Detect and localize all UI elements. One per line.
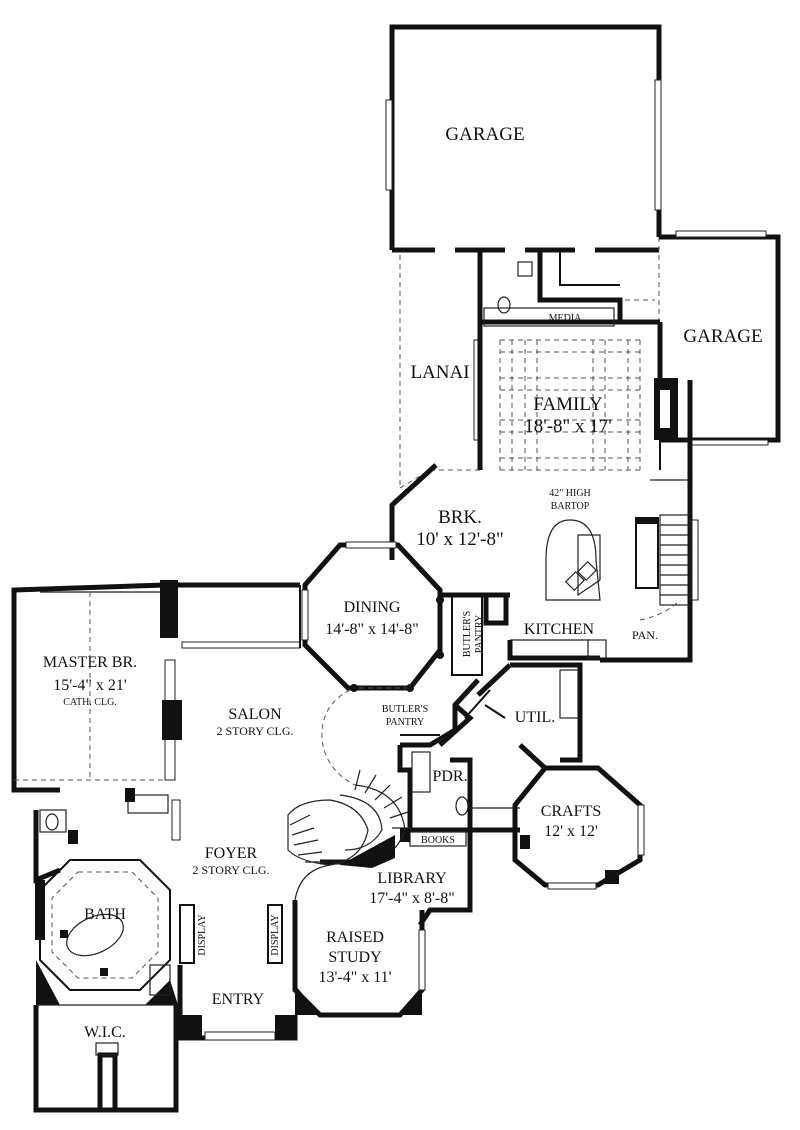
butlers-pantry-upper: [440, 592, 510, 676]
media-room: [483, 307, 615, 327]
raised-study-label-2: STUDY: [328, 949, 382, 966]
dining-room: [301, 541, 444, 692]
master-dim: 15'-4" x 21': [53, 677, 127, 694]
foyer-label: FOYER: [205, 845, 258, 862]
toilet-icon: [497, 296, 511, 314]
master-bedroom: [11, 580, 182, 793]
window: [637, 804, 645, 856]
crafts-label: CRAFTS: [541, 803, 601, 820]
wic-label: W.I.C.: [84, 1024, 126, 1041]
window: [418, 929, 426, 991]
books-label: BOOKS: [421, 835, 455, 846]
bartop-label-2: BARTOP: [551, 501, 590, 512]
raised-study-dim: 13'-4" x 11': [318, 969, 391, 986]
dining-label: DINING: [344, 599, 401, 616]
raised-study-label-1: RAISED: [326, 929, 384, 946]
raised-study: [292, 864, 426, 1018]
stair-outline: [321, 689, 356, 786]
toilet-icon: [45, 813, 59, 831]
family-label: FAMILY: [533, 394, 603, 415]
lanai-label: LANAI: [410, 362, 469, 383]
fireplace-icon: [162, 700, 182, 740]
bartop-label-1: 42" HIGH: [549, 488, 591, 499]
powder-room: [397, 745, 520, 833]
library-label: LIBRARY: [377, 870, 447, 887]
butlers-pantry-upper-label-1: BUTLER'S: [462, 611, 473, 657]
window: [171, 799, 181, 841]
garage-window: [687, 439, 769, 446]
kitchen-island: [545, 519, 601, 601]
kitchen-label: KITCHEN: [524, 621, 595, 638]
walk-in-closet: [33, 1004, 179, 1113]
pdr-label: PDR.: [432, 768, 467, 785]
window: [181, 641, 301, 649]
garage-window: [385, 99, 393, 191]
foyer-note: 2 STORY CLG.: [192, 863, 269, 877]
util-label: UTIL.: [515, 709, 555, 726]
window: [547, 882, 597, 890]
entry-label: ENTRY: [212, 991, 265, 1008]
garage-window: [675, 230, 767, 238]
dining-dim: 14'-8" x 14'-8": [325, 621, 418, 638]
mud-area: [477, 250, 660, 325]
kitchen-area: [389, 437, 699, 663]
window: [345, 541, 397, 549]
salon-label: SALON: [228, 706, 282, 723]
display-left-label: DISPLAY: [197, 914, 208, 955]
media-label: MEDIA: [549, 313, 583, 324]
fridge: [635, 517, 659, 589]
window: [691, 519, 699, 601]
spiral-stairs: [287, 769, 410, 866]
family-dim: 18'-8" x 17': [524, 416, 611, 437]
entry: [177, 965, 298, 1041]
salon-note: 2 STORY CLG.: [216, 724, 293, 738]
salon-foyer: [171, 582, 410, 868]
bath-label: BATH: [84, 906, 126, 923]
master-note: CATH. CLG.: [63, 697, 117, 708]
utility-room: [438, 662, 583, 770]
garage-main: [385, 24, 662, 320]
crafts-dim: 12' x 12': [544, 823, 598, 840]
pan-label: PAN.: [632, 628, 658, 642]
brk-dim: 10' x 12'-8": [416, 529, 503, 550]
garage-window: [654, 79, 662, 211]
library-dim: 17'-4" x 8'-8": [369, 890, 454, 907]
display-niche-left: [179, 904, 195, 964]
crafts-room: [512, 765, 645, 890]
display-niche-right: [267, 904, 283, 964]
brk-label: BRK.: [438, 507, 482, 528]
garage-main-label: GARAGE: [445, 124, 524, 145]
master-bath: [33, 788, 178, 1005]
toilet-icon: [455, 796, 469, 816]
butlers-pantry-lower-label-1: BUTLER'S: [382, 704, 428, 715]
bathtub-icon: [66, 913, 124, 957]
family-room: [477, 322, 678, 471]
garage-side-label: GARAGE: [683, 326, 762, 347]
butlers-pantry-lower-label-2: PANTRY: [386, 717, 425, 728]
kitchen-stairs: [659, 514, 691, 606]
front-door: [204, 1031, 276, 1041]
display-right-label: DISPLAY: [270, 914, 281, 955]
butlers-pantry-upper-label-2: PANTRY: [474, 615, 485, 654]
window: [301, 589, 309, 641]
master-label: MASTER BR.: [43, 654, 137, 671]
garage-side: [659, 230, 781, 446]
